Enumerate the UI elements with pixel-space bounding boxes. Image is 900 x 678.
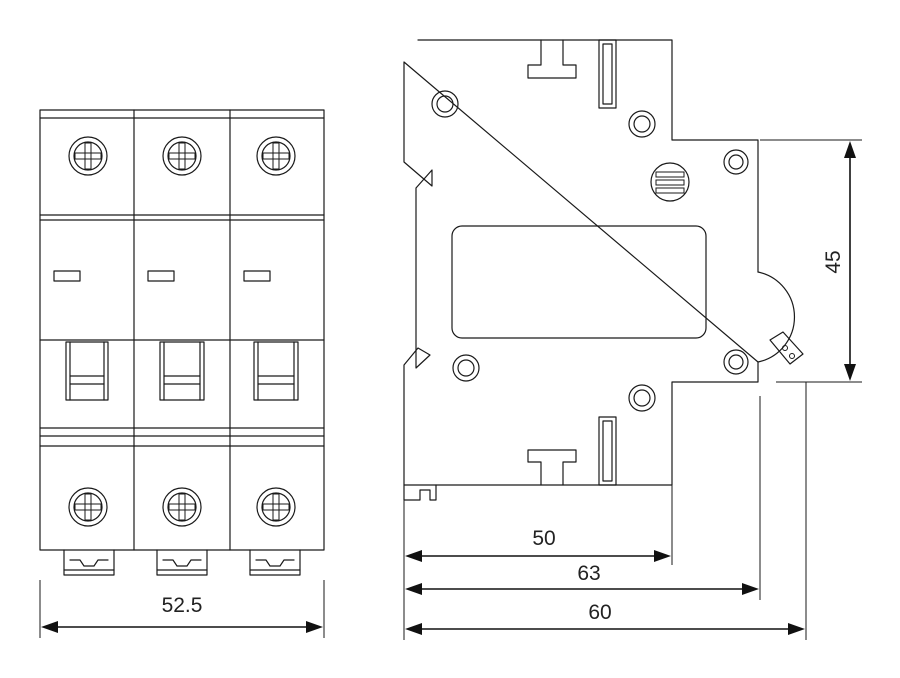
front-view <box>39 109 325 638</box>
dimension-label-depth-50: 50 <box>532 527 555 550</box>
dimension-label-front-width: 52.5 <box>162 594 203 617</box>
toggle-handle-1 <box>65 341 109 401</box>
bottom-screw-2-icon <box>162 487 202 527</box>
slotted-screw-icon <box>650 162 690 202</box>
indicator-window-2 <box>147 270 175 282</box>
indicator-window-1 <box>53 270 81 282</box>
side-housing-outline <box>403 39 759 486</box>
dimension-label-depth-63: 63 <box>577 562 600 585</box>
indicator-window-3 <box>243 270 271 282</box>
rivet-icon <box>723 149 749 175</box>
bottom-screw-1-icon <box>68 487 108 527</box>
rivet-icon <box>452 354 480 382</box>
top-screw-1-icon <box>68 136 108 176</box>
side-toggle-lever <box>757 271 804 365</box>
toggle-handle-2 <box>159 341 205 401</box>
dimension-depth-50 <box>403 485 673 640</box>
side-view <box>403 39 804 501</box>
dimension-height-45 <box>760 139 862 383</box>
top-screw-2-icon <box>162 136 202 176</box>
rivet-icon <box>431 90 459 118</box>
dimension-front-width <box>39 580 325 638</box>
rivet-icon <box>628 110 656 138</box>
top-screw-3-icon <box>256 136 296 176</box>
dimension-depth-60 <box>405 382 807 640</box>
label-window <box>451 225 707 339</box>
front-housing <box>39 109 325 551</box>
din-clip-3 <box>249 549 301 576</box>
toggle-handle-3 <box>253 341 299 401</box>
dimension-label-depth-60: 60 <box>588 601 611 624</box>
dimension-label-height-45: 45 <box>822 250 845 273</box>
rivet-icon <box>628 384 656 412</box>
bottom-screw-3-icon <box>256 487 296 527</box>
din-clip-2 <box>156 549 208 576</box>
din-clip-1 <box>63 549 115 576</box>
rivet-icon <box>723 349 749 375</box>
dimension-depth-63 <box>405 396 761 600</box>
